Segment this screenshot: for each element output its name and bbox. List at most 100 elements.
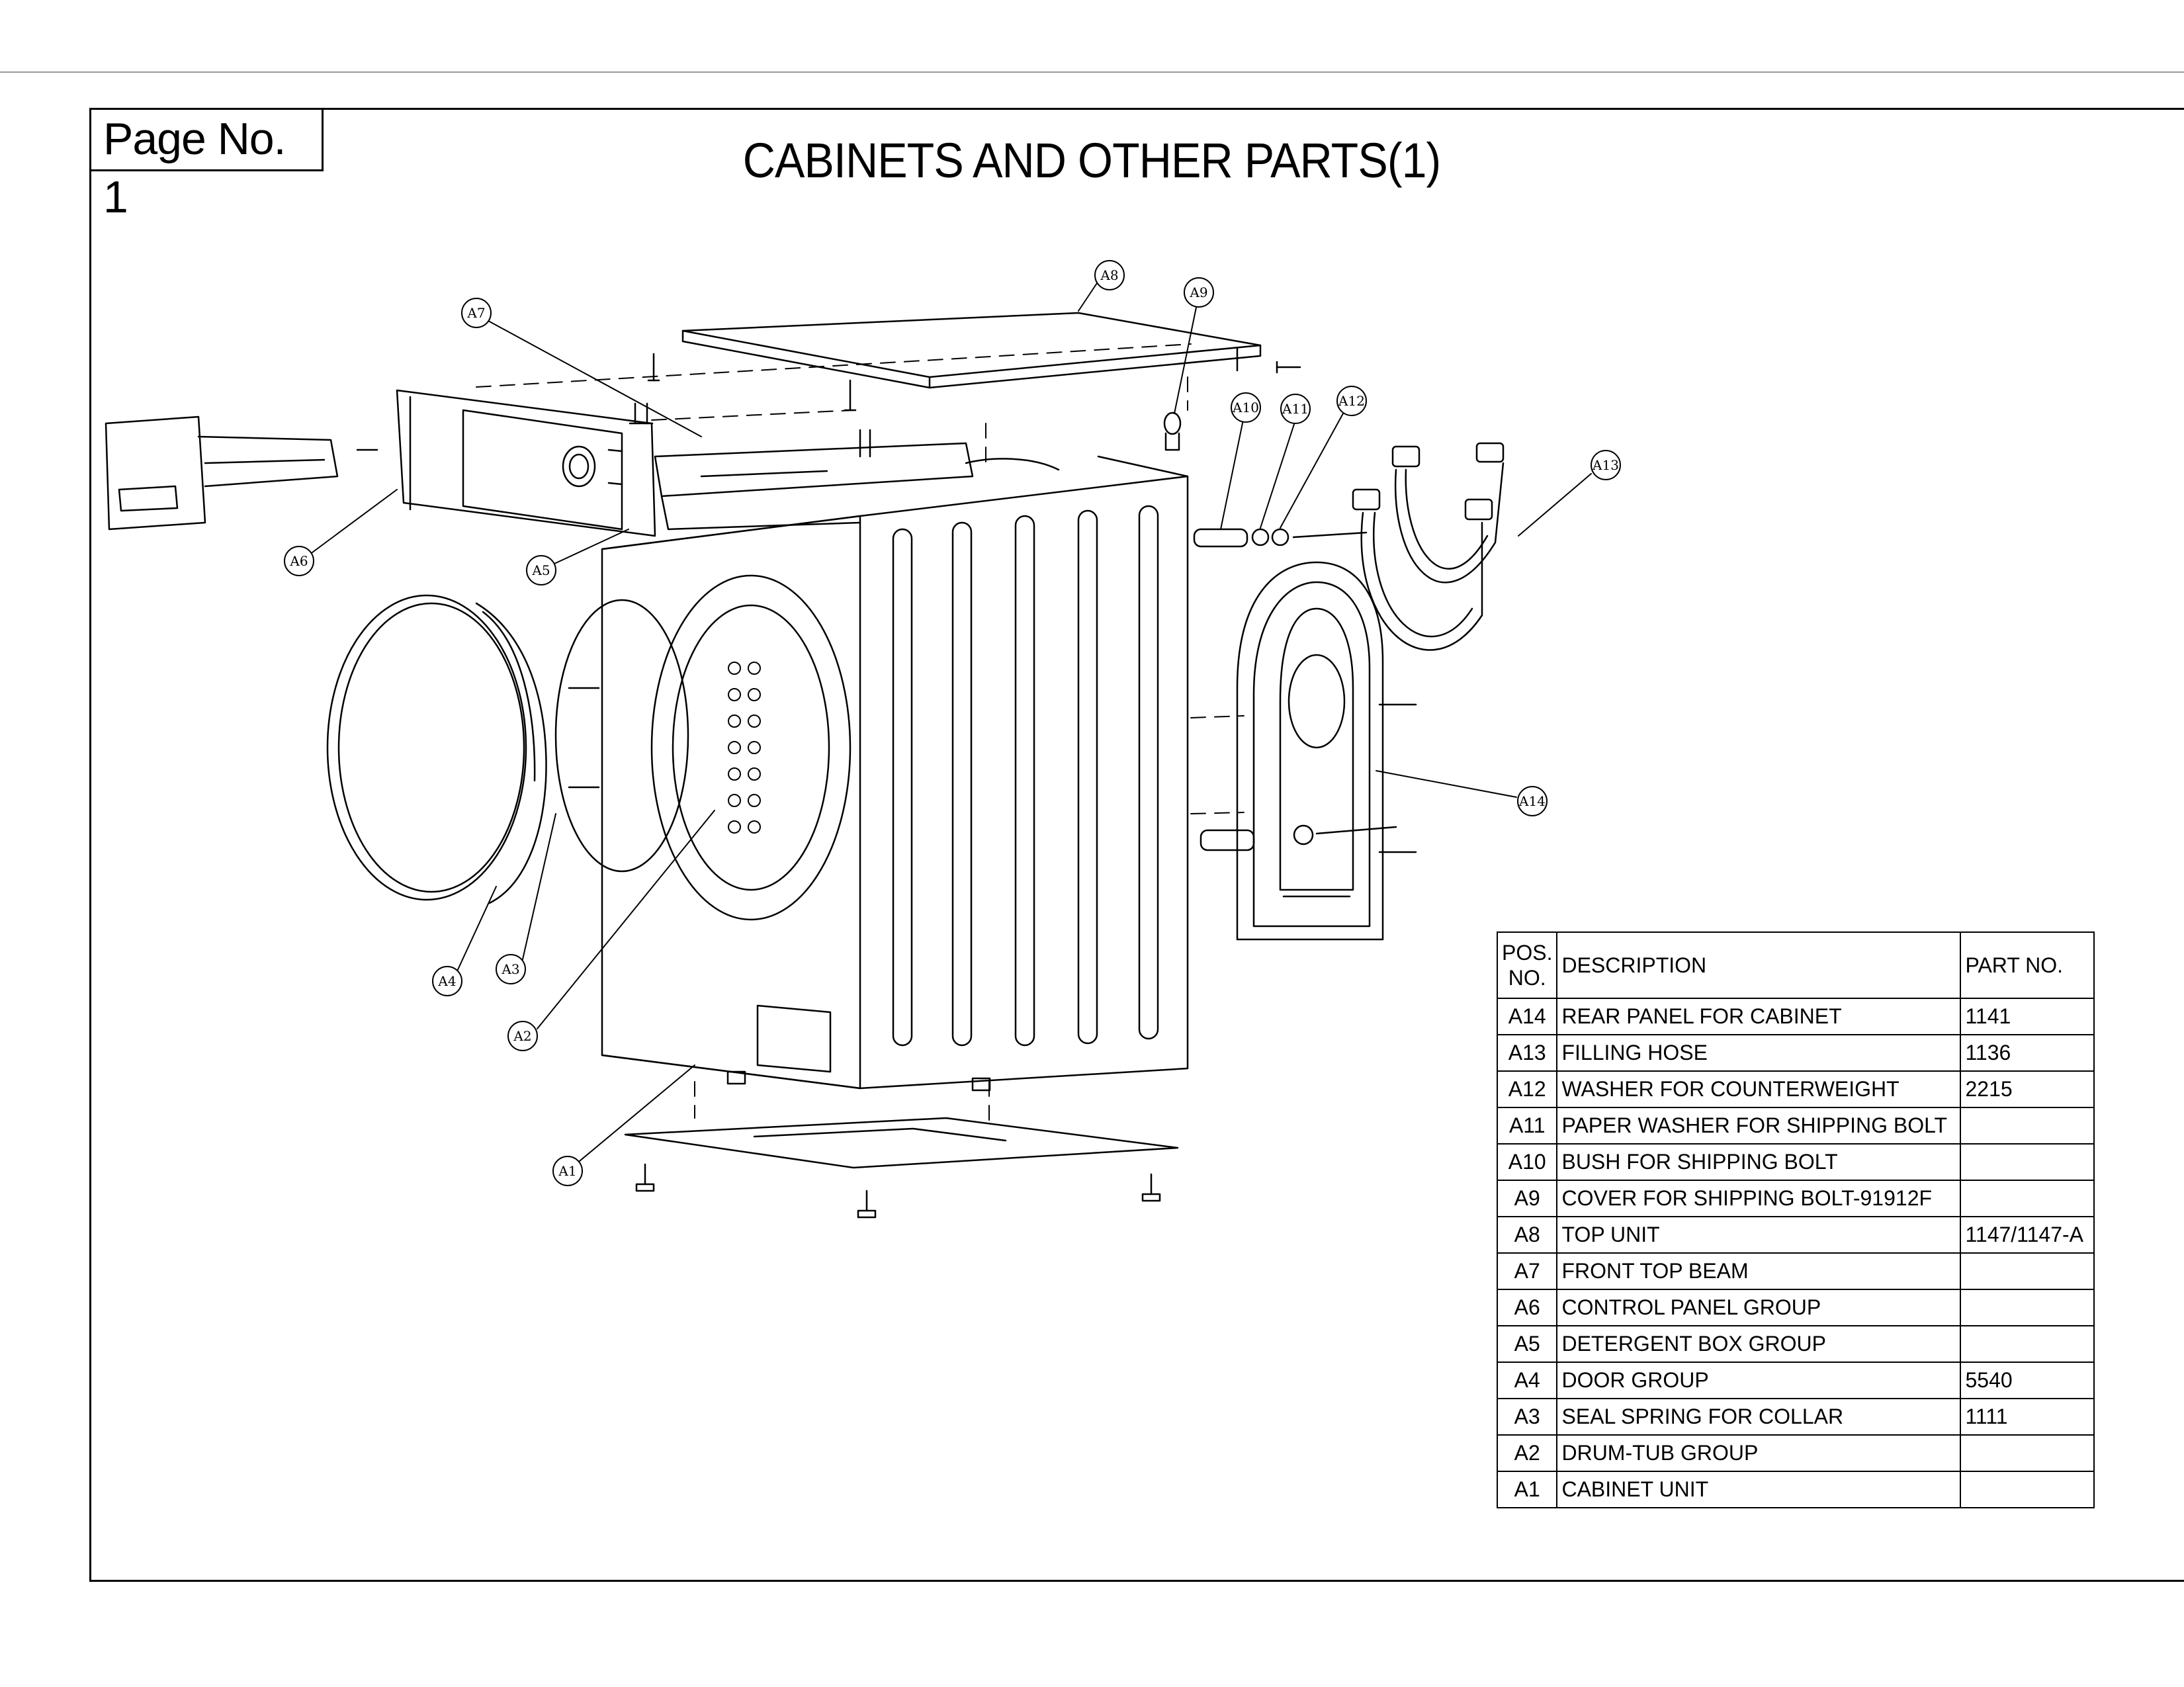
row-description: REAR PANEL FOR CABINET (1556, 998, 1962, 1035)
header-description: DESCRIPTION (1556, 931, 1962, 999)
rear-panel-part (1236, 561, 1384, 941)
callout-label: A8 (1100, 267, 1118, 283)
header-pos-line2: NO. (1508, 966, 1546, 990)
row-description: DETERGENT BOX GROUP (1556, 1325, 1962, 1363)
row-description: SEAL SPRING FOR COLLAR (1556, 1398, 1962, 1436)
callout-label: A14 (1518, 793, 1546, 809)
callout-a5 (526, 555, 556, 585)
callout-label: A10 (1232, 400, 1259, 415)
callout-a2 (507, 1021, 538, 1051)
row-description: PAPER WASHER FOR SHIPPING BOLT (1556, 1107, 1962, 1145)
callout-label: A13 (1592, 457, 1619, 473)
callout-a10 (1231, 392, 1261, 423)
callout-a7 (461, 298, 492, 328)
row-part-no (1960, 1471, 2095, 1508)
row-pos: A11 (1496, 1107, 1558, 1145)
row-pos: A2 (1496, 1434, 1558, 1472)
callout-a13 (1591, 450, 1621, 480)
row-description: CONTROL PANEL GROUP (1556, 1289, 1962, 1326)
callout-a8 (1094, 260, 1125, 290)
row-description: WASHER FOR COUNTERWEIGHT (1556, 1070, 1962, 1108)
row-part-no: 1147/1147-A (1960, 1216, 2095, 1254)
callout-label: A12 (1338, 393, 1365, 409)
callout-label: A9 (1189, 284, 1207, 300)
leader-lines (309, 281, 1592, 1165)
row-description: FRONT TOP BEAM (1556, 1252, 1962, 1290)
shipping-bolt-cover-part (1163, 411, 1182, 451)
row-part-no: 1111 (1960, 1398, 2095, 1436)
row-pos: A14 (1496, 998, 1558, 1035)
screws (356, 353, 1417, 853)
top-unit-part (681, 312, 1262, 389)
callout-label: A6 (289, 553, 308, 569)
row-pos: A7 (1496, 1252, 1558, 1290)
callout-a14 (1517, 786, 1548, 816)
row-part-no (1960, 1434, 2095, 1472)
base-plate-part (624, 1070, 1179, 1219)
callout-label: A5 (531, 562, 550, 578)
control-panel-part (396, 389, 656, 537)
callout-label: A7 (466, 305, 485, 321)
page-number-box: Page No. 1 (89, 108, 324, 222)
row-part-no: 1136 (1960, 1034, 2095, 1072)
row-part-no (1960, 1325, 2095, 1363)
row-description: COVER FOR SHIPPING BOLT-91912F (1556, 1180, 1962, 1217)
seal-spring-part (554, 599, 689, 873)
row-pos: A1 (1496, 1471, 1558, 1508)
row-pos: A9 (1496, 1180, 1558, 1217)
header-pos-line1: POS. (1502, 941, 1553, 965)
callout-a12 (1336, 386, 1367, 416)
row-part-no: 2215 (1960, 1070, 2095, 1108)
header-pos-no: POS. NO. (1496, 931, 1558, 999)
row-part-no (1960, 1289, 2095, 1326)
row-pos: A13 (1496, 1034, 1558, 1072)
row-part-no (1960, 1107, 2095, 1145)
drum-holes (728, 662, 761, 834)
row-pos: A3 (1496, 1398, 1558, 1436)
row-part-no (1960, 1252, 2095, 1290)
row-description: DRUM-TUB GROUP (1556, 1434, 1962, 1472)
header-part-no: PART NO. (1960, 931, 2095, 999)
callout-a6 (284, 546, 314, 576)
row-part-no: 1141 (1960, 998, 2095, 1035)
top-rule (0, 71, 2184, 73)
row-pos: A8 (1496, 1216, 1558, 1254)
row-pos: A12 (1496, 1070, 1558, 1108)
row-part-no (1960, 1143, 2095, 1181)
row-pos: A6 (1496, 1289, 1558, 1326)
drawing-frame (89, 108, 2184, 1582)
row-description: BUSH FOR SHIPPING BOLT (1556, 1143, 1962, 1181)
table-header-row: POS. NO. DESCRIPTION PART NO. (1496, 931, 2095, 999)
callout-label: A11 (1282, 401, 1309, 417)
callout-label: A4 (437, 973, 456, 989)
callout-a11 (1280, 394, 1311, 424)
detergent-box-part (105, 415, 339, 531)
filling-hose-part (1352, 442, 1505, 651)
row-description: TOP UNIT (1556, 1216, 1962, 1254)
row-pos: A5 (1496, 1325, 1558, 1363)
cabinet-body-part (601, 455, 1189, 1090)
row-pos: A10 (1496, 1143, 1558, 1181)
callout-a9 (1184, 277, 1214, 308)
row-part-no (1960, 1180, 2095, 1217)
door-group-part (326, 594, 547, 904)
row-description: CABINET UNIT (1556, 1471, 1962, 1508)
callout-a3 (496, 954, 526, 984)
callout-a4 (432, 966, 462, 996)
front-top-beam-part (654, 442, 1060, 531)
